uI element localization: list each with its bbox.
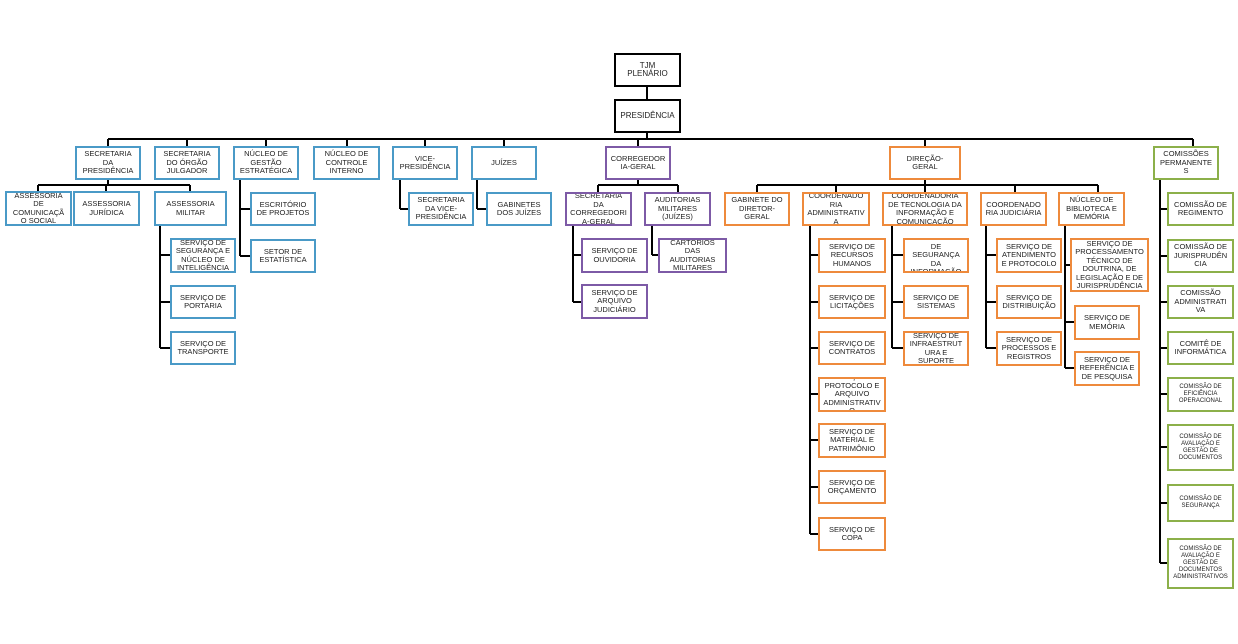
node-servico-atendimento-protocolo: SERVIÇO DE ATENDIMENTO E PROTOCOLO <box>996 238 1062 273</box>
node-assessoria-juridica: ASSESSORIA JURÍDICA <box>73 191 140 226</box>
node-comissao-seguranca: COMISSÃO DE SEGURANÇA <box>1167 484 1234 522</box>
node-secretaria-corregedoria: SECRETARIA DA CORREGEDORIA-GERAL <box>565 192 632 226</box>
node-servico-distribuicao: SERVIÇO DE DISTRIBUIÇÃO <box>996 285 1062 319</box>
node-gabinete-diretor-geral: GABINETE DO DIRETOR-GERAL <box>724 192 790 226</box>
node-coordenadoria-ti: COORDENADORIA DE TECNOLOGIA DA INFORMAÇÃ… <box>882 192 968 226</box>
node-servico-orcamento: SERVIÇO DE ORÇAMENTO <box>818 470 886 504</box>
node-vice-presidencia: VICE-PRESIDÊNCIA <box>392 146 458 180</box>
node-servico-referencia-pesquisa: SERVIÇO DE REFERÊNCIA E DE PESQUISA <box>1074 351 1140 386</box>
node-servico-portaria: SERVIÇO DE PORTARIA <box>170 285 236 319</box>
node-servico-transporte: SERVIÇO DE TRANSPORTE <box>170 331 236 365</box>
node-plenario: TJM PLENÁRIO <box>614 53 681 87</box>
node-servico-processos-registros: SERVIÇO DE PROCESSOS E REGISTROS <box>996 331 1062 366</box>
node-servico-copa: SERVIÇO DE COPA <box>818 517 886 551</box>
node-servico-seguranca-inteligencia: SERVIÇO DE SEGURANÇA E NÚCLEO DE INTELIG… <box>170 238 236 273</box>
node-comissao-regimento: COMISSÃO DE REGIMENTO <box>1167 192 1234 226</box>
node-auditorias-militares: AUDITORIAS MILITARES (JUÍZES) <box>644 192 711 226</box>
node-gabinetes-juizes: GABINETES DOS JUÍZES <box>486 192 552 226</box>
node-corregedoria-geral: CORREGEDORIA-GERAL <box>605 146 671 180</box>
node-nucleo-controle-interno: NÚCLEO DE CONTROLE INTERNO <box>313 146 380 180</box>
node-coordenadoria-judiciaria: COORDENADORIA JUDICIÁRIA <box>980 192 1047 226</box>
node-secretaria-vice: SECRETARIA DA VICE-PRESIDÊNCIA <box>408 192 474 226</box>
node-servico-processamento-tecnico: SERVIÇO DE PROCESSAMENTO TÉCNICO DE DOUT… <box>1070 238 1149 292</box>
node-servico-infraestrutura: SERVIÇO DE INFRAESTRUTURA E SUPORTE <box>903 331 969 366</box>
node-servico-recursos-humanos: SERVIÇO DE RECURSOS HUMANOS <box>818 238 886 273</box>
node-comite-informatica: COMITÊ DE INFORMÁTICA <box>1167 331 1234 365</box>
node-comissao-jurisprudencia: COMISSÃO DE JURISPRUDÊNCIA <box>1167 239 1234 273</box>
node-servico-contratos: SERVIÇO DE CONTRATOS <box>818 331 886 365</box>
node-servico-arquivo-judiciario: SERVIÇO DE ARQUIVO JUDICIÁRIO <box>581 284 648 319</box>
node-nucleo-gestao-estrategica: NÚCLEO DE GESTÃO ESTRATÉGICA <box>233 146 299 180</box>
node-servico-sistemas: SERVIÇO DE SISTEMAS <box>903 285 969 319</box>
node-escritorio-seguranca-informacao: ESCRITÓRIO DE SEGURANÇA DA INFORMAÇÃO <box>903 238 969 273</box>
node-setor-estatistica: SETOR DE ESTATÍSTICA <box>250 239 316 273</box>
node-secretaria-presidencia: SECRETARIA DA PRESIDÊNCIA <box>75 146 141 180</box>
node-secretaria-orgao-julgador: SECRETARIA DO ÓRGÃO JULGADOR <box>154 146 220 180</box>
node-comissao-avaliacao-gestao-documentos: COMISSÃO DE AVALIAÇÃO E GESTÃO DE DOCUME… <box>1167 424 1234 471</box>
node-servico-licitacoes: SERVIÇO DE LICITAÇÕES <box>818 285 886 319</box>
node-juizes: JUÍZES <box>471 146 537 180</box>
node-cartorios-auditorias: CARTÓRIOS DAS AUDITORIAS MILITARES <box>658 238 727 273</box>
node-servico-protocolo-arquivo: SERVIÇO DE PROTOCOLO E ARQUIVO ADMINISTR… <box>818 377 886 412</box>
node-comissao-avaliacao-documentos-administrativos: COMISSÃO DE AVALIAÇÃO E GESTÃO DE DOCUME… <box>1167 538 1234 589</box>
node-assessoria-comunicacao: ASSESSORIA DE COMUNICAÇÃO SOCIAL <box>5 191 72 226</box>
node-comissoes-permanentes: COMISSÕES PERMANENTES <box>1153 146 1219 180</box>
node-coordenadoria-administrativa: COORDENADORIA ADMINISTRATIVA <box>802 192 870 226</box>
node-servico-material-patrimonio: SERVIÇO DE MATERIAL E PATRIMÔNIO <box>818 423 886 458</box>
node-comissao-administrativa: COMISSÃO ADMINISTRATIVA <box>1167 285 1234 319</box>
node-nucleo-biblioteca: NÚCLEO DE BIBLIOTECA E MEMÓRIA <box>1058 192 1125 226</box>
node-assessoria-militar: ASSESSORIA MILITAR <box>154 191 227 226</box>
node-escritorio-projetos: ESCRITÓRIO DE PROJETOS <box>250 192 316 226</box>
node-servico-ouvidoria: SERVIÇO DE OUVIDORIA <box>581 238 648 273</box>
node-direcao-geral: DIREÇÃO-GERAL <box>889 146 961 180</box>
node-comissao-eficiencia-operacional: COMISSÃO DE EFICIÊNCIA OPERACIONAL <box>1167 377 1234 412</box>
node-presidencia: PRESIDÊNCIA <box>614 99 681 133</box>
node-servico-memoria: SERVIÇO DE MEMÓRIA <box>1074 305 1140 340</box>
